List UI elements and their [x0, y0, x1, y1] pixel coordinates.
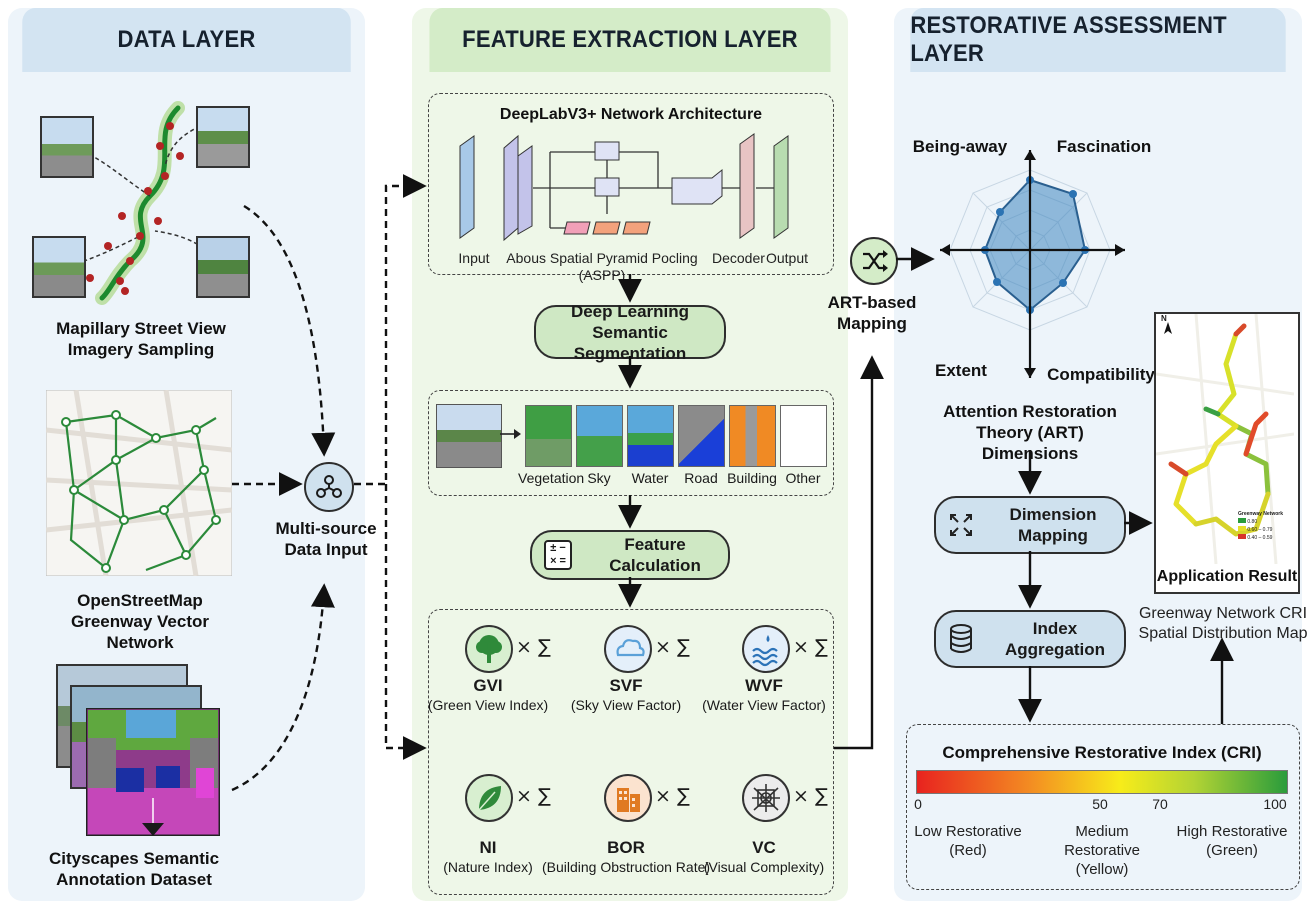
- segment-sky: [576, 405, 623, 467]
- street-view-thumbnail: [196, 106, 250, 168]
- arch-label-decoder: Decoder: [712, 250, 765, 266]
- cri-level-high: High Restorative(Green): [1176, 823, 1288, 859]
- segment-road: [678, 405, 725, 467]
- cri-tick-50: 50: [1092, 796, 1108, 812]
- complexity-icon: [742, 774, 790, 822]
- segment-label: Sky: [587, 470, 611, 486]
- segment-water: [627, 405, 674, 467]
- multiply-sum: × ∑: [516, 785, 551, 807]
- segment-building: [729, 405, 776, 467]
- database-icon: [948, 624, 974, 654]
- multiply-sum: × ∑: [655, 636, 690, 658]
- multiply-sum: × ∑: [655, 785, 690, 807]
- index-aggregation-label: Index Aggregation: [1004, 619, 1106, 659]
- segment-label: Building: [727, 470, 777, 486]
- map-legend: Greenway Network 0.80 0.60 – 0.79 0.40 –…: [1238, 510, 1294, 542]
- leaf-icon: [465, 774, 513, 822]
- cri-tick-0: 0: [914, 796, 922, 812]
- segment-label: Road: [684, 470, 718, 486]
- tree-icon: [465, 625, 513, 673]
- north-label: N: [1161, 314, 1167, 323]
- input-street-image: [436, 404, 502, 468]
- feature-abbr: WVF: [745, 676, 783, 695]
- map-legend-item: 0.60 – 0.79: [1238, 526, 1294, 534]
- radar-axis-fascination: Fascination: [1056, 137, 1152, 156]
- features-box: [428, 609, 834, 895]
- dimension-mapping-label: Dimension Mapping: [1009, 505, 1097, 545]
- street-view-thumbnail: [196, 236, 250, 298]
- deeplab-architecture-diagram: [459, 133, 789, 242]
- restorative-layer-title: RESTORATIVE ASSESSMENT LAYER: [910, 8, 1286, 72]
- segment-other: [780, 405, 827, 467]
- map-legend-item: 0.80: [1238, 518, 1294, 526]
- feature-abbr: GVI: [473, 676, 503, 695]
- dimension-mapping-step: Dimension Mapping: [934, 496, 1126, 554]
- feature-name: (Nature Index): [443, 859, 533, 875]
- radar-axis-compatibility: Compatibility: [1047, 365, 1155, 384]
- application-result-title: Application Result: [1156, 568, 1298, 585]
- osm-network-illustration: [46, 390, 232, 576]
- cri-level-low: Low Restorative(Red): [914, 823, 1022, 859]
- multisource-label: Multi-source Data Input: [275, 519, 377, 559]
- map-legend-title: Greenway Network: [1238, 511, 1284, 517]
- segment-label: Water: [631, 470, 669, 486]
- radar-axis-extent: Extent: [935, 361, 987, 380]
- osm-label: OpenStreetMap Greenway Vector Network: [71, 591, 209, 652]
- segment-vegetation: [525, 405, 572, 467]
- art-dimensions-title: Attention Restoration Theory (ART) Dimen…: [943, 402, 1117, 463]
- multiply-sum: × ∑: [793, 785, 828, 807]
- feature-calculation-label: Feature Calculation: [609, 535, 701, 575]
- cri-gradient-bar: [916, 770, 1288, 794]
- feature-name: (Building Obstruction Rate): [541, 859, 711, 875]
- radar-axis-being-away: Being-away: [912, 137, 1008, 156]
- feature-name: (Visual Complexity): [703, 859, 825, 875]
- data-layer-title: DATA LAYER: [22, 8, 351, 72]
- arch-label-aspp: Abous Spatial Pyramid Pocling (ASPP): [506, 250, 698, 283]
- feature-abbr: VC: [752, 838, 776, 857]
- arch-label-output: Output: [765, 250, 809, 266]
- art-mapping-label: ART-based Mapping: [827, 293, 917, 333]
- feature-abbr: NI: [479, 838, 497, 857]
- mapillary-route-illustration: [69, 101, 216, 305]
- cri-title: Comprehensive Restorative Index (CRI): [942, 743, 1262, 762]
- multiply-sum: × ∑: [793, 636, 828, 658]
- cri-tick-70: 70: [1152, 796, 1168, 812]
- feature-name: (Sky View Factor): [570, 697, 682, 713]
- arch-label-input: Input: [458, 250, 490, 266]
- building-icon: [604, 774, 652, 822]
- expand-icon: [948, 512, 974, 538]
- deep-learning-segmentation-step: Deep Learning Semantic Segmentation: [534, 302, 726, 363]
- calculator-icon: ± −× =: [544, 540, 573, 570]
- mapillary-label: Mapillary Street View Imagery Sampling: [56, 319, 226, 359]
- feature-name: (Water View Factor): [702, 697, 826, 713]
- map-caption: Greenway Network CRI Spatial Distributio…: [1138, 605, 1308, 642]
- radar-chart: [940, 150, 1125, 378]
- feature-layer-title: FEATURE EXTRACTION LAYER: [429, 8, 831, 72]
- feature-abbr: BOR: [607, 838, 645, 857]
- index-aggregation-step: Index Aggregation: [934, 610, 1126, 668]
- street-view-thumbnail: [32, 236, 86, 298]
- cityscapes-segmented-image: [86, 708, 220, 836]
- cityscapes-label: Cityscapes Semantic Annotation Dataset: [48, 849, 220, 889]
- map-legend-item: 0.40 – 0.59: [1238, 534, 1294, 542]
- segment-label: Vegetation: [518, 470, 585, 486]
- segment-label: Other: [785, 470, 821, 486]
- greenway-route-map: [1156, 314, 1294, 564]
- cri-box: [906, 724, 1300, 890]
- cri-level-medium: Medium Restorative(Yellow): [1064, 823, 1140, 878]
- feature-name: (Green View Index): [427, 697, 549, 713]
- cri-tick-100: 100: [1263, 796, 1287, 812]
- water-icon: [742, 625, 790, 673]
- street-view-thumbnail: [40, 116, 94, 178]
- deeplab-title: DeepLabV3+ Network Architecture: [499, 106, 763, 123]
- multisource-icon: [304, 462, 354, 512]
- segmentation-arrow: [500, 429, 521, 439]
- feature-abbr: SVF: [609, 676, 643, 695]
- multiply-sum: × ∑: [516, 636, 551, 658]
- cloud-icon: [604, 625, 652, 673]
- shuffle-icon: [850, 237, 898, 285]
